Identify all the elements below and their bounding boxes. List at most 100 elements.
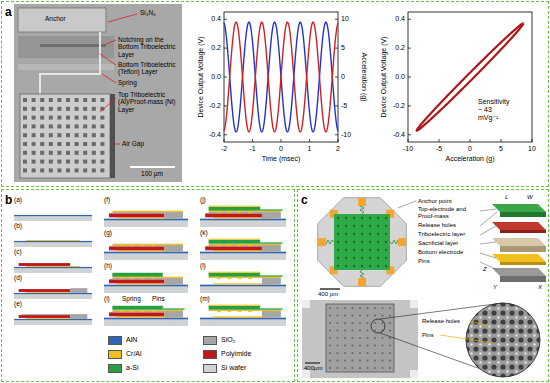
release-hole — [527, 355, 532, 360]
step-label: (b) — [14, 222, 22, 229]
release-hole — [366, 314, 368, 316]
layer — [262, 245, 281, 252]
pin — [524, 325, 526, 327]
release-hole — [500, 355, 505, 360]
tick-label: -0.4 — [393, 131, 405, 139]
leader-line — [480, 253, 496, 258]
release-hole — [374, 307, 376, 309]
layer — [14, 294, 92, 299]
part-name: Anchor — [45, 15, 66, 22]
release-hole — [336, 337, 338, 339]
pin — [506, 334, 508, 336]
anchor-pad — [410, 300, 418, 308]
layer — [121, 278, 124, 279]
release-hole — [482, 373, 487, 378]
release-hole — [374, 344, 376, 346]
pin — [542, 361, 544, 363]
layer — [19, 289, 70, 292]
layer — [200, 318, 286, 320]
release-hole — [527, 319, 532, 324]
layer — [248, 245, 251, 246]
hole — [66, 142, 70, 146]
axis-title: Time (msec) — [262, 155, 301, 163]
release-hole — [366, 307, 368, 309]
release-hole — [351, 359, 353, 361]
leader-line — [398, 201, 416, 208]
release-hole — [337, 257, 339, 259]
scale-label: 100 μm — [141, 170, 163, 177]
layer — [104, 252, 188, 254]
tick — [335, 134, 338, 135]
layer — [104, 319, 188, 326]
release-hole — [500, 319, 505, 324]
pin — [506, 352, 508, 354]
hole — [32, 107, 36, 111]
release-hole — [329, 352, 331, 354]
pin — [479, 343, 481, 345]
layer — [109, 246, 164, 250]
release-hole — [500, 328, 505, 333]
pin — [506, 325, 508, 327]
bottom-electrode — [492, 254, 546, 262]
pin — [533, 361, 535, 363]
hole — [57, 133, 61, 137]
hole — [83, 98, 87, 102]
cross-section — [200, 272, 286, 293]
layer — [141, 278, 144, 279]
pin — [479, 352, 481, 354]
release-hole — [345, 257, 347, 259]
tick-label: -0.4 — [209, 131, 221, 139]
tick — [224, 139, 225, 142]
layer — [112, 273, 162, 277]
cross-section — [200, 239, 286, 260]
tick-label: -5 — [436, 145, 442, 153]
layer — [151, 278, 154, 279]
release-hole — [366, 337, 368, 339]
legend-swatch — [203, 336, 217, 345]
tick-label: 5 — [499, 145, 503, 153]
release-hole — [329, 314, 331, 316]
release-hole — [389, 337, 391, 339]
leader-lines — [440, 321, 494, 343]
hole — [100, 133, 104, 137]
release-hole — [366, 344, 368, 346]
release-hole — [351, 337, 353, 339]
release-hole — [351, 322, 353, 324]
release-hole — [337, 225, 339, 227]
tick — [532, 139, 533, 142]
release-hole — [344, 307, 346, 309]
release-hole — [381, 337, 383, 339]
release-holes — [302, 300, 418, 378]
layer — [164, 245, 182, 252]
axis-title: Device Output Voltage (V) — [197, 37, 205, 118]
hole — [57, 160, 61, 164]
hole — [32, 151, 36, 155]
layer — [121, 311, 124, 312]
tick-label: 0.0 — [395, 73, 405, 81]
leader-line — [469, 321, 490, 326]
legend-swatch — [108, 350, 122, 359]
release-hole — [518, 319, 523, 324]
cross-section — [14, 288, 92, 299]
pin — [524, 361, 526, 363]
part-name: Spring — [118, 79, 137, 86]
axis-letter: Y — [493, 284, 497, 291]
release-hole — [482, 364, 487, 369]
layer — [164, 311, 182, 318]
legend-label: Si wafer — [221, 364, 246, 372]
release-hole — [536, 355, 541, 360]
release-hole — [389, 352, 391, 354]
axis-title: Device Output Voltage (V) — [380, 37, 388, 118]
release-hole — [329, 344, 331, 346]
step-label: (l) — [200, 262, 206, 269]
layer — [109, 279, 164, 283]
release-hole — [385, 249, 387, 251]
hole — [40, 133, 44, 137]
hole — [49, 133, 53, 137]
cross-section — [104, 273, 188, 293]
pin — [479, 361, 481, 363]
hole — [32, 168, 36, 172]
release-hole — [344, 367, 346, 369]
tick-label: 10 — [528, 145, 536, 153]
